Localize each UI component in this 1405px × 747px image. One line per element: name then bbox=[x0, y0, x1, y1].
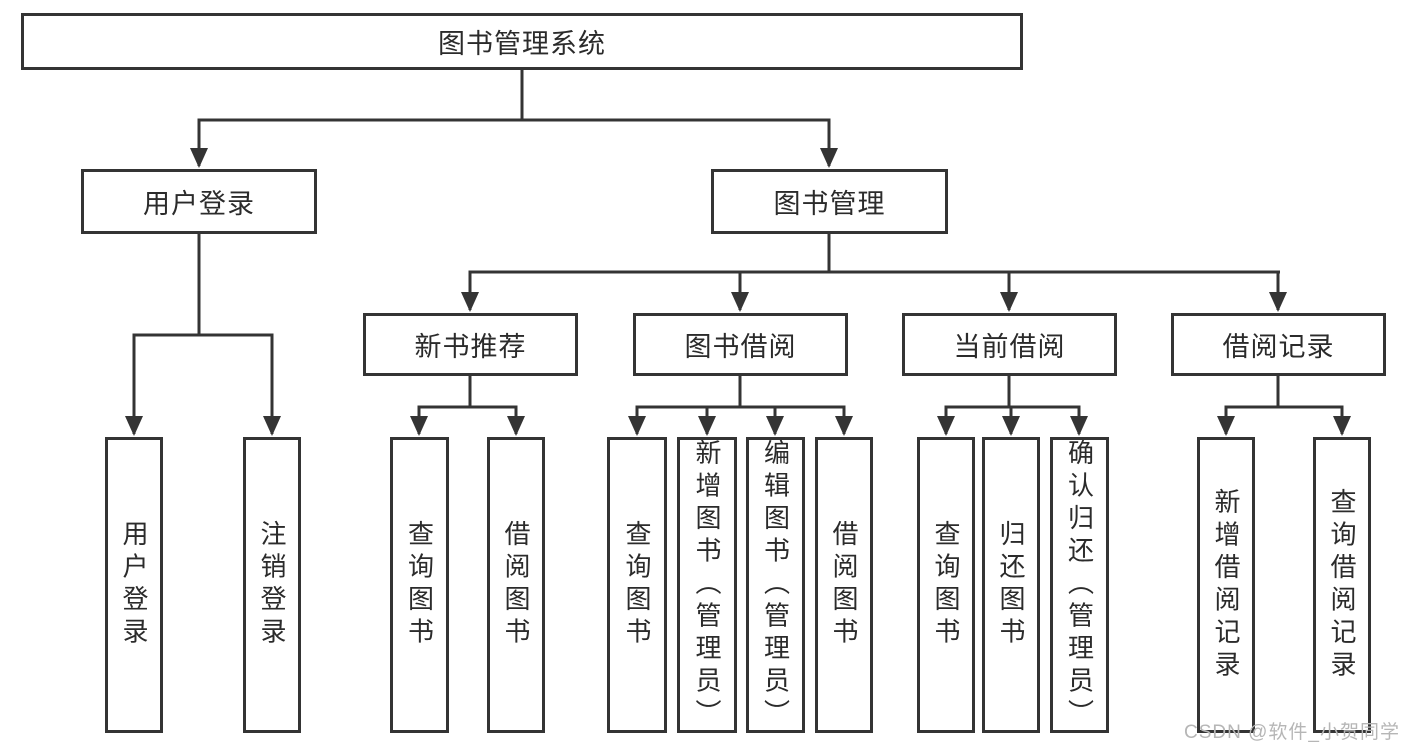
node-book-management-label: 图书管理 bbox=[773, 189, 886, 219]
node-user-login-label: 用户登录 bbox=[143, 189, 255, 219]
leaf-cb-confirm-return-admin-label: 确认归还（管理员） bbox=[1064, 438, 1095, 732]
leaf-br-add-record: 新增借阅记录 bbox=[1197, 437, 1255, 733]
leaf-bb-add-book-admin-label: 新增图书（管理员） bbox=[692, 438, 722, 732]
leaf-cb-query-book: 查询图书 bbox=[917, 437, 975, 733]
leaf-bb-borrow-book-label: 借阅图书 bbox=[829, 520, 859, 650]
leaf-cb-query-book-label: 查询图书 bbox=[931, 520, 961, 650]
node-current-borrow: 当前借阅 bbox=[902, 313, 1117, 376]
node-book-borrow-label: 图书借阅 bbox=[684, 332, 797, 362]
node-new-book-recommend: 新书推荐 bbox=[363, 313, 578, 376]
node-book-management: 图书管理 bbox=[711, 169, 948, 234]
node-current-borrow-label: 当前借阅 bbox=[953, 332, 1066, 362]
leaf-rec-borrow-book-label: 借阅图书 bbox=[501, 520, 531, 650]
node-root: 图书管理系统 bbox=[21, 13, 1023, 70]
node-user-login: 用户登录 bbox=[81, 169, 317, 234]
leaf-bb-add-book-admin: 新增图书（管理员） bbox=[677, 437, 737, 733]
node-book-borrow: 图书借阅 bbox=[633, 313, 848, 376]
leaf-rec-query-book: 查询图书 bbox=[390, 437, 449, 733]
node-borrow-record: 借阅记录 bbox=[1171, 313, 1386, 376]
leaf-cb-return-book: 归还图书 bbox=[982, 437, 1040, 733]
leaf-user-login: 用户登录 bbox=[105, 437, 163, 733]
leaf-bb-query-book-label: 查询图书 bbox=[622, 520, 652, 650]
leaf-logout-label: 注销登录 bbox=[257, 520, 287, 650]
leaf-rec-borrow-book: 借阅图书 bbox=[487, 437, 545, 733]
leaf-cb-return-book-label: 归还图书 bbox=[996, 520, 1026, 650]
node-new-book-recommend-label: 新书推荐 bbox=[414, 332, 527, 362]
leaf-br-query-record: 查询借阅记录 bbox=[1313, 437, 1371, 733]
leaf-bb-query-book: 查询图书 bbox=[607, 437, 667, 733]
node-borrow-record-label: 借阅记录 bbox=[1222, 332, 1335, 362]
leaf-br-add-record-label: 新增借阅记录 bbox=[1211, 487, 1241, 683]
leaf-user-login-label: 用户登录 bbox=[119, 520, 149, 650]
leaf-br-query-record-label: 查询借阅记录 bbox=[1327, 487, 1357, 683]
leaf-cb-confirm-return-admin: 确认归还（管理员） bbox=[1050, 437, 1109, 733]
node-root-label: 图书管理系统 bbox=[438, 29, 606, 59]
csdn-watermark: CSDN @软件_小贺同学 bbox=[1184, 722, 1400, 743]
leaf-bb-edit-book-admin: 编辑图书（管理员） bbox=[746, 437, 805, 733]
leaf-rec-query-book-label: 查询图书 bbox=[404, 520, 435, 650]
leaf-logout: 注销登录 bbox=[243, 437, 301, 733]
leaf-bb-edit-book-admin-label: 编辑图书（管理员） bbox=[760, 438, 791, 732]
leaf-bb-borrow-book: 借阅图书 bbox=[815, 437, 873, 733]
